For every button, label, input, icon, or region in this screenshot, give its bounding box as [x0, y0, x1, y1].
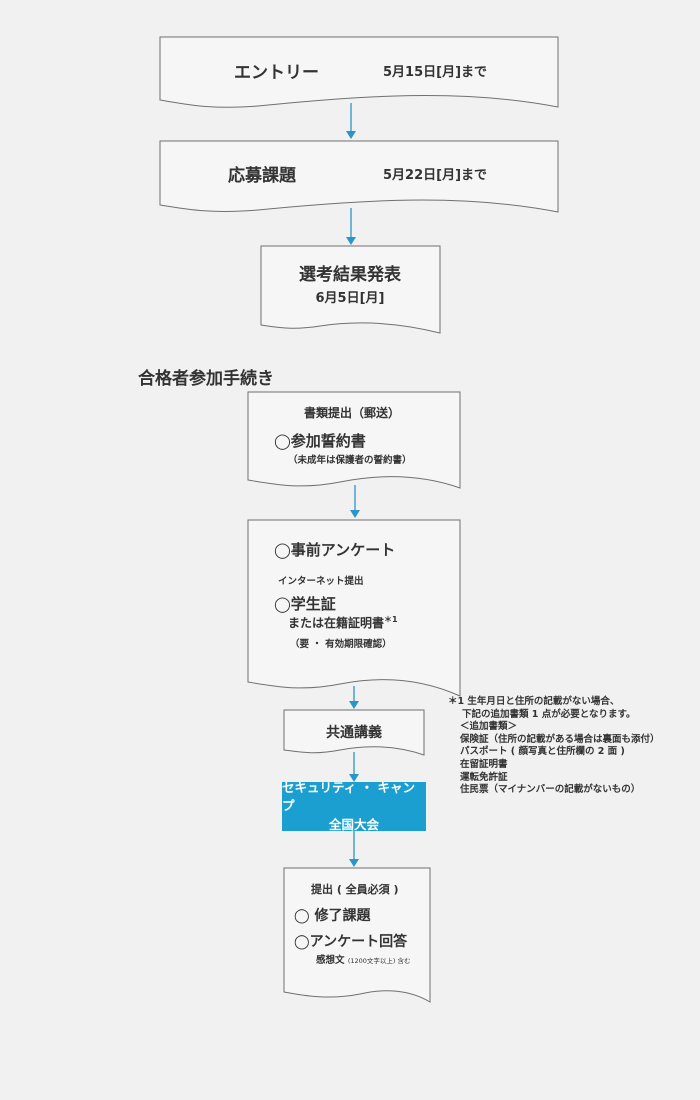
documents-title: 書類提出（郵送）	[303, 406, 401, 420]
survey-box	[247, 519, 461, 697]
footnote-line: ＊1 生年月日と住所の記載がない場合、	[448, 696, 620, 707]
footnote-line: パスポート ( 顔写真と住所欄の 2 面 )	[460, 746, 625, 758]
results-box	[260, 245, 441, 334]
arrow-head	[349, 859, 359, 867]
essay-note: (1200文字以上) 含む	[347, 957, 411, 965]
camp-box: セキュリティ ・ キャンプ 全国大会	[282, 780, 426, 832]
camp-line-2: 全国大会	[328, 816, 379, 832]
arrow-head	[350, 510, 360, 518]
results-date: 6月5日[月]	[315, 291, 385, 306]
survey-item-questionnaire: ◯事前アンケート	[274, 541, 396, 559]
entry-deadline: 5月15日[月]まで	[383, 65, 488, 80]
submit-box	[283, 867, 431, 1003]
survey-item-alternative: または在籍証明書＊1	[288, 614, 398, 631]
footnote-mark: ＊1	[384, 615, 398, 624]
common-lecture-title: 共通講義	[326, 725, 382, 741]
submit-item-final-assignment: ◯ 修了課題	[294, 908, 371, 924]
footnote-line: 下記の追加書類 1 点が必要となります。	[462, 708, 636, 720]
assignment-box	[159, 140, 559, 213]
footnote: ＊1 生年月日と住所の記載がない場合、 下記の追加書類 1 点が必要となります。…	[448, 696, 660, 797]
arrow-head	[346, 131, 356, 139]
footnote-line: 在留証明書	[460, 758, 508, 770]
documents-box	[247, 391, 461, 489]
footnote-line: 保険証（住所の記載がある場合は裏面も添付）	[460, 733, 660, 745]
common-lecture-box	[283, 709, 425, 756]
entry-title: エントリー	[234, 63, 319, 83]
documents-note: （未成年は保護者の誓約書）	[288, 455, 412, 466]
arrow-head	[349, 774, 359, 782]
submit-title: 提出 ( 全員必須 )	[311, 883, 399, 896]
footnote-line: 住民票（マイナンバーの記載がないもの）	[460, 784, 641, 796]
footnote-line: 運転免許証	[460, 771, 508, 783]
alternative-label: または在籍証明書	[288, 616, 385, 630]
section-title: 合格者参加手続き	[138, 369, 274, 389]
assignment-title: 応募課題	[228, 166, 296, 186]
arrow-head	[346, 237, 356, 245]
submit-item-essay: 感想文 (1200文字以上) 含む	[316, 952, 411, 966]
entry-box	[159, 36, 559, 108]
assignment-deadline: 5月22日[月]まで	[383, 168, 488, 183]
results-title: 選考結果発表	[299, 265, 401, 285]
documents-item: ◯参加誓約書	[274, 432, 366, 450]
survey-note: （要 ・ 有効期限確認）	[290, 639, 392, 650]
arrow-head	[349, 701, 359, 709]
survey-item-student-id: ◯学生証	[274, 595, 336, 613]
submit-item-questionnaire: ◯アンケート回答	[294, 934, 408, 950]
essay-label: 感想文	[316, 955, 345, 966]
survey-method: インターネット提出	[278, 576, 364, 587]
footnote-line: ＜追加書類＞	[460, 721, 518, 733]
camp-line-1: セキュリティ ・ キャンプ	[282, 780, 415, 814]
